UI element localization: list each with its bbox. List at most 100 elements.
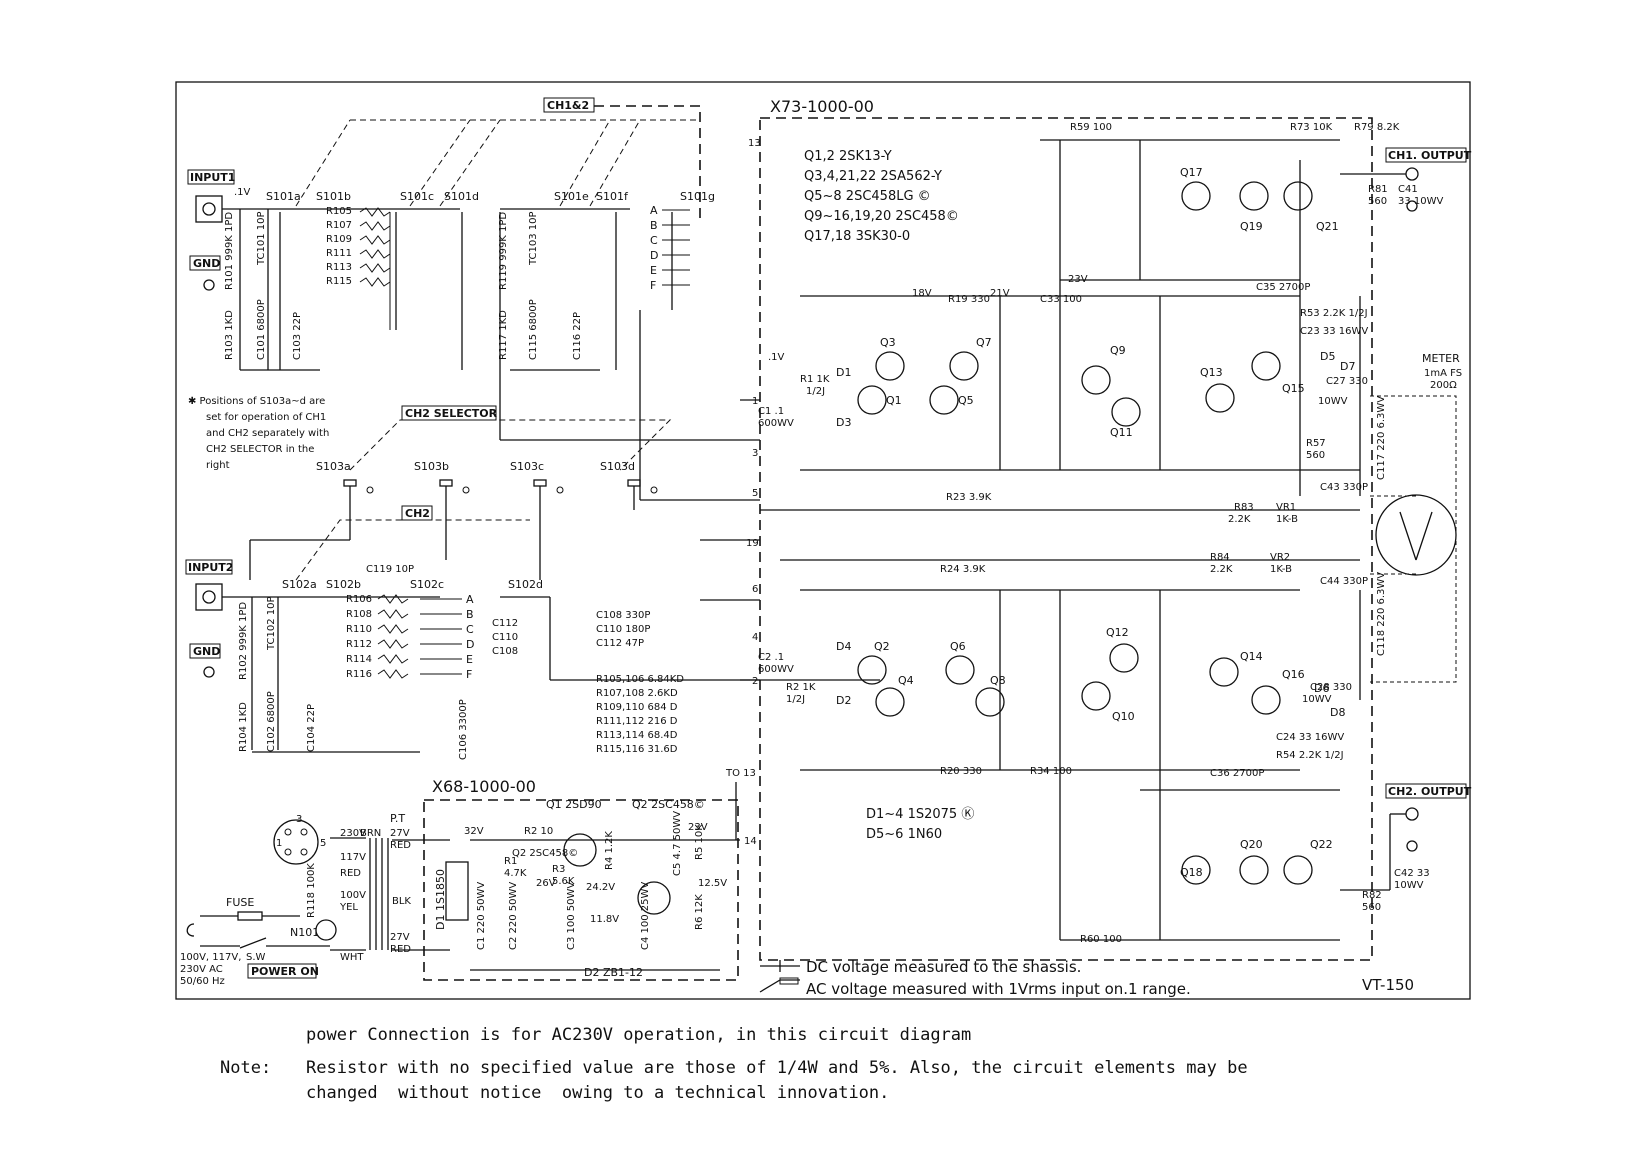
svg-text:12.5V: 12.5V	[698, 878, 727, 889]
output-meter-section: CH1. OUTPUT CH2. OUTPUT METER 1mA FS 200…	[1340, 147, 1472, 891]
svg-text:Q4: Q4	[898, 674, 914, 687]
svg-text:C42 33: C42 33	[1394, 868, 1430, 879]
svg-text:C112 47P: C112 47P	[596, 638, 644, 649]
power-connection-note: power Connection is for AC230V operation…	[306, 1025, 972, 1045]
svg-text:3: 3	[296, 814, 302, 825]
svg-text:D1: D1	[836, 366, 851, 379]
svg-text:C28 330: C28 330	[1310, 682, 1352, 693]
svg-text:D2 ZB1-12: D2 ZB1-12	[584, 966, 643, 979]
ch2-amplifier: Q2 Q4 Q6 Q8 Q12 Q10 Q14 Q16 Q18 Q20 Q22 …	[740, 552, 1430, 945]
svg-text:S102c: S102c	[410, 578, 444, 591]
svg-text:and CH2 separately with: and CH2 separately with	[206, 428, 329, 439]
gnd2-label: GND	[193, 645, 220, 658]
svg-text:33 10WV: 33 10WV	[1398, 196, 1444, 207]
footnote: ✱ Positions of S103a~d are set for opera…	[188, 396, 329, 471]
svg-text:Q9~16,19,20 2SC458©: Q9~16,19,20 2SC458©	[804, 209, 959, 224]
svg-text:A: A	[466, 593, 474, 606]
svg-text:24.2V: 24.2V	[586, 882, 615, 893]
svg-text:230V AC: 230V AC	[180, 964, 223, 975]
svg-text:Q1,2 2SK13-Y: Q1,2 2SK13-Y	[804, 149, 892, 164]
svg-text:23V: 23V	[688, 822, 708, 833]
svg-text:R111,112 216 D: R111,112 216 D	[596, 716, 678, 727]
svg-text:100V: 100V	[340, 890, 366, 901]
svg-text:C44 330P: C44 330P	[1320, 576, 1368, 587]
svg-text:2.2K: 2.2K	[1210, 564, 1233, 575]
svg-text:5: 5	[752, 488, 758, 499]
svg-text:5.6K: 5.6K	[552, 876, 575, 887]
svg-text:Q9: Q9	[1110, 344, 1126, 357]
main-board-label: X73-1000-00	[770, 97, 874, 116]
gnd1-label: GND	[193, 257, 220, 270]
svg-text:R110: R110	[346, 624, 372, 635]
svg-text:Q7: Q7	[976, 336, 992, 349]
svg-text:S101g: S101g	[680, 190, 715, 203]
svg-text:R113,114 68.4D: R113,114 68.4D	[596, 730, 678, 741]
svg-text:S102a: S102a	[282, 578, 317, 591]
model-label: VT-150	[1362, 976, 1414, 994]
svg-text:Q8: Q8	[990, 674, 1006, 687]
circuit-schematic: X73-1000-00 X68-1000-00 CH1&2 INPUT1 .1V…	[175, 81, 1472, 1000]
svg-text:Q2 2SC458©: Q2 2SC458©	[512, 848, 578, 859]
ch1-output-label: CH1. OUTPUT	[1388, 149, 1472, 162]
svg-text:R115,116 31.6D: R115,116 31.6D	[596, 744, 678, 755]
svg-text:D5: D5	[1320, 350, 1335, 363]
svg-text:R108: R108	[346, 609, 372, 620]
svg-text:METER: METER	[1422, 352, 1460, 365]
svg-text:D5~6 1N60: D5~6 1N60	[866, 827, 942, 842]
svg-text:R79 8.2K: R79 8.2K	[1354, 122, 1400, 133]
svg-text:D2: D2	[836, 694, 851, 707]
svg-text:S101b: S101b	[316, 190, 351, 203]
svg-text:R114: R114	[346, 654, 372, 665]
svg-text:6: 6	[752, 584, 758, 595]
power-supply: 3 1 5 230V BRN 117V RED 100V YEL WHT BLK…	[180, 768, 756, 987]
svg-text:R54 2.2K 1/2J: R54 2.2K 1/2J	[1276, 750, 1344, 761]
svg-text:P.T: P.T	[390, 812, 405, 825]
svg-text:D1~4 1S2075 Ⓚ: D1~4 1S2075 Ⓚ	[866, 807, 974, 822]
svg-text:1K-B: 1K-B	[1270, 564, 1292, 575]
svg-text:R20 330: R20 330	[940, 766, 982, 777]
svg-text:R23 3.9K: R23 3.9K	[946, 492, 992, 503]
svg-text:BRN: BRN	[360, 828, 381, 839]
svg-text:Q11: Q11	[1110, 426, 1133, 439]
input1-attenuator: R101 999K 1PD TC101 10P R103 1KD C101 68…	[224, 209, 600, 371]
s102-switch-bank: S102a S102b S102c S102d R106 R108 R110 R…	[238, 564, 550, 760]
svg-text:R73 10K: R73 10K	[1290, 122, 1333, 133]
svg-text:R53 2.2K 1/2J: R53 2.2K 1/2J	[1300, 308, 1368, 319]
note-label: Note:	[220, 1058, 272, 1078]
svg-text:Q14: Q14	[1240, 650, 1263, 663]
input1-label: INPUT1	[190, 171, 235, 184]
svg-text:VR1: VR1	[1276, 502, 1296, 513]
svg-text:A: A	[650, 204, 658, 217]
svg-text:S101d: S101d	[444, 190, 479, 203]
innovation-note: changed without notice owing to a techni…	[306, 1083, 890, 1103]
svg-text:R3: R3	[552, 864, 565, 875]
svg-text:C119 10P: C119 10P	[366, 564, 414, 575]
legend-dc: DC voltage measured to the shassis.	[806, 958, 1081, 976]
measurement-legend: DC voltage measured to the shassis. AC v…	[759, 958, 1414, 998]
svg-text:560: 560	[1362, 902, 1381, 913]
svg-text:C43 330P: C43 330P	[1320, 482, 1368, 493]
svg-text:R111: R111	[326, 248, 352, 259]
svg-text:Q5~8 2SC458LG ©: Q5~8 2SC458LG ©	[804, 189, 931, 204]
power-board-border	[423, 799, 739, 981]
svg-text:C117 220 6.3WV: C117 220 6.3WV	[1376, 396, 1387, 480]
svg-text:R119 999K 1PD: R119 999K 1PD	[498, 212, 509, 290]
svg-text:C: C	[466, 623, 474, 636]
svg-text:Q3,4,21,22 2SA562-Y: Q3,4,21,22 2SA562-Y	[804, 169, 942, 184]
svg-text:5: 5	[320, 838, 326, 849]
svg-text:C108 330P: C108 330P	[596, 610, 650, 621]
svg-text:C4 100 25WV: C4 100 25WV	[640, 882, 651, 950]
svg-text:Q12: Q12	[1106, 626, 1129, 639]
svg-text:.1V: .1V	[768, 352, 785, 363]
svg-text:TC103 10P: TC103 10P	[528, 211, 539, 266]
svg-text:Q19: Q19	[1240, 220, 1263, 233]
resistor-table: R105,106 6.84KD R107,108 2.6KD R109,110 …	[596, 674, 684, 755]
resistor-note: Resistor with no specified value are tho…	[306, 1058, 1248, 1078]
svg-text:10WV: 10WV	[1318, 396, 1348, 407]
svg-text:10WV: 10WV	[1302, 694, 1332, 705]
svg-text:S101e: S101e	[554, 190, 589, 203]
svg-text:27V: 27V	[390, 932, 410, 943]
svg-text:D4: D4	[836, 640, 851, 653]
svg-text:100V, 117V,: 100V, 117V,	[180, 952, 241, 963]
svg-text:R57: R57	[1306, 438, 1326, 449]
